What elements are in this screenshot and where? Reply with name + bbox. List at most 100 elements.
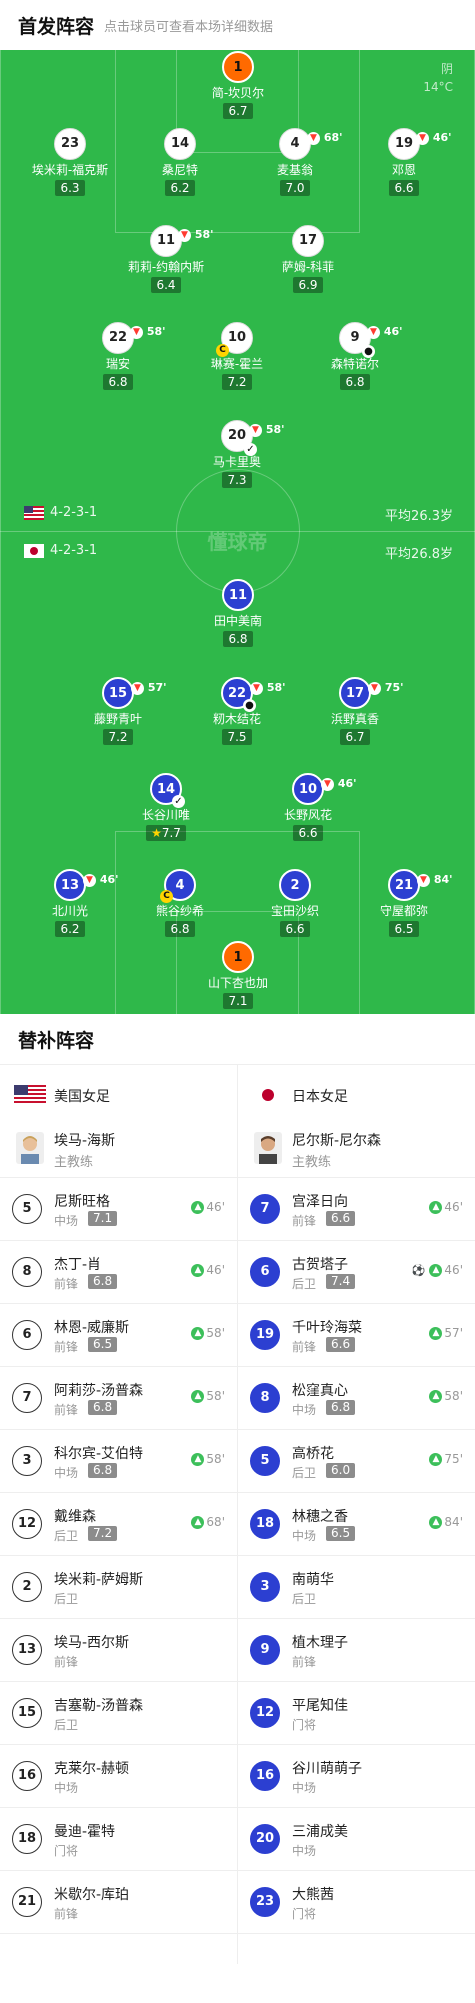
player-jpn-21[interactable]: 21 ▼ 84' 守屋都弥 6.5 [349, 869, 459, 937]
player-position: 中场 [54, 1466, 79, 1480]
player-position: 中场 [54, 1214, 79, 1228]
goal-ball-icon: ● [243, 699, 256, 712]
sub-in-icon: ▲ [429, 1516, 443, 1529]
player-usa-14[interactable]: 14 桑尼特 6.2 [125, 128, 235, 196]
player-position: 门将 [54, 1844, 79, 1858]
player-jpn-22[interactable]: 22 ▼ 58' ● 籾木结花 7.5 [182, 677, 292, 745]
player-usa-20[interactable]: 20 ▼ 58' ✓ 马卡里奥 7.3 [182, 420, 292, 488]
player-usa-17[interactable]: 17 萨姆-科菲 6.9 [253, 225, 363, 293]
player-jpn-14[interactable]: 14 ✓ 长谷川唯 ★7.7 [111, 773, 221, 841]
japan-flag-icon [262, 1089, 274, 1101]
player-usa-10[interactable]: 10 C 琳赛-霍兰 7.2 [182, 322, 292, 390]
lineup-header: 首发阵容 点击球员可查看本场详细数据 [0, 0, 475, 50]
player-name: 大熊茜 [292, 1887, 334, 1903]
jersey-number: 23 [250, 1887, 280, 1917]
jersey-number: 3 [250, 1572, 280, 1602]
player-name: 米歇尔-库珀 [54, 1887, 130, 1903]
sub-off-indicator: ▼ 68' [307, 123, 343, 153]
sub-off-icon: ▼ [250, 681, 263, 695]
player-jpn-15[interactable]: 15 ▼ 57' 藤野青叶 7.2 [63, 677, 173, 745]
player-jpn-10[interactable]: 10 ▼ 46' 长野风花 6.6 [253, 773, 363, 841]
player-name: 科尔宾-艾伯特 [54, 1446, 144, 1462]
player-usa-9[interactable]: 9 ▼ 46' ● 森特诺尔 6.8 [300, 322, 410, 390]
sub-in-minute: 46' [206, 1200, 225, 1214]
sub-off-indicator: ▼ 58' [249, 415, 285, 445]
sub-in-minute: 58' [444, 1389, 463, 1403]
player-jpn-13[interactable]: 13 ▼ 46' 北川光 6.2 [15, 869, 125, 937]
player-name: 谷川萌萌子 [292, 1761, 362, 1777]
jersey-number: 11 [222, 579, 254, 611]
player-usa-23[interactable]: 23 埃米莉-福克斯 6.3 [15, 128, 125, 196]
player-usa-4[interactable]: 4 ▼ 68' 麦基翁 7.0 [240, 128, 350, 196]
player-position: 前锋 [54, 1340, 79, 1354]
sub-in-indicator: ▲46' [191, 1263, 225, 1277]
player-jpn-1[interactable]: 1 山下杏也加 7.1 [183, 941, 293, 1009]
weather-condition: 阴 [440, 62, 453, 76]
player-name: 藤野青叶 [93, 712, 142, 726]
player-position: 中场 [292, 1403, 317, 1417]
player-jpn-2[interactable]: 2 宝田沙织 6.6 [240, 869, 350, 937]
sub-off-icon: ▼ [178, 228, 191, 242]
sub-off-indicator: ▼ 46' [367, 317, 403, 347]
sub-in-icon: ▲ [191, 1390, 205, 1403]
player-usa-1[interactable]: 1 简-坎贝尔 6.7 [183, 51, 293, 119]
weather-temp: 14°C [423, 80, 453, 94]
player-usa-22[interactable]: 22 ▼ 58' 瑞安 6.8 [63, 322, 173, 390]
player-jpn-11[interactable]: 11 田中美南 6.8 [183, 579, 293, 647]
player-rating: 7.2 [222, 374, 252, 390]
sub-off-minute: 75' [384, 681, 404, 694]
jpn-avg-age: 平均26.8岁 [385, 547, 453, 562]
player-position: 前锋 [292, 1214, 317, 1228]
player-jpn-17[interactable]: 17 ▼ 75' 浜野真香 6.7 [300, 677, 410, 745]
player-position: 前锋 [54, 1277, 79, 1291]
player-name: 莉莉-约翰内斯 [127, 260, 205, 274]
player-position: 门将 [292, 1718, 317, 1732]
player-name: 萨姆-科菲 [281, 260, 335, 274]
sub-off-icon: ▼ [416, 131, 429, 145]
player-name: 森特诺尔 [330, 357, 379, 371]
jpn-coach[interactable]: 尼尔斯-尼尔森 主教练 [238, 1118, 475, 1178]
player-jpn-4[interactable]: 4 C 熊谷纱希 6.8 [125, 869, 235, 937]
sub-in-icon: ▲ [191, 1264, 205, 1277]
jersey-number: 13 [12, 1635, 42, 1665]
sub-off-indicator: ▼ 75' [368, 673, 404, 703]
player-name: 麦基翁 [276, 163, 313, 177]
sub-in-minute: 46' [444, 1200, 463, 1214]
player-name: 长谷川唯 [141, 808, 190, 822]
player-usa-11[interactable]: 11 ▼ 58' 莉莉-约翰内斯 6.4 [111, 225, 221, 293]
player-usa-19[interactable]: 19 ▼ 46' 邓恩 6.6 [349, 128, 459, 196]
sub-in-icon: ▲ [429, 1201, 443, 1214]
player-rating: 6.5 [88, 1337, 118, 1352]
jersey-number: 13 [60, 878, 80, 893]
player-name: 戴维森 [54, 1509, 96, 1525]
jersey-number: 12 [12, 1509, 42, 1539]
sub-off-minute: 84' [433, 873, 453, 886]
usa-coach[interactable]: 埃马-海斯 主教练 [0, 1118, 237, 1178]
player-rating: 6.6 [280, 921, 310, 937]
jersey-number: 11 [156, 233, 176, 248]
